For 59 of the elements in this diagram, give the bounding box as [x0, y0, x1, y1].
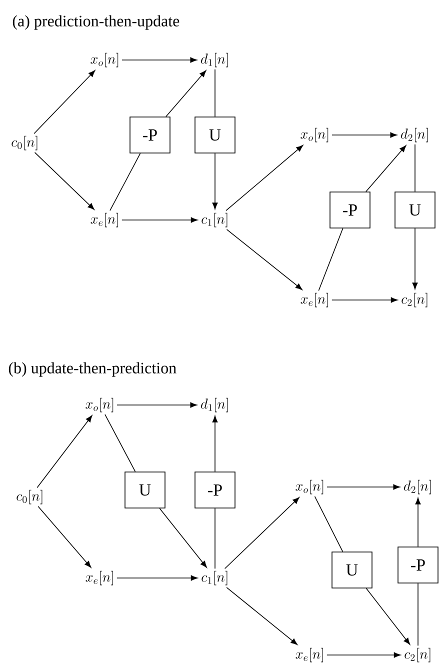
connector-line [414, 144, 416, 192]
arrow [366, 588, 410, 645]
arrow [326, 652, 401, 658]
connector-line [314, 496, 344, 552]
operator-box: U [124, 472, 166, 508]
operator-box: -P [130, 116, 170, 154]
arrow [332, 132, 398, 138]
arrow [36, 415, 92, 488]
arrow [226, 229, 302, 290]
signal-label: $d_{1}[n]$ [201, 398, 228, 412]
signal-label: $d_{2}[n]$ [404, 480, 431, 494]
arrow [226, 587, 298, 645]
section-heading: (a) prediction-then-update [12, 15, 180, 30]
arrow [34, 152, 94, 210]
operator-box: U [332, 552, 372, 588]
signal-label: $x_{e}[n]$ [90, 212, 118, 228]
signal-label: $d_{1}[n]$ [201, 52, 228, 68]
connector-line [214, 69, 216, 117]
signal-label: $x_{e}[n]$ [296, 648, 324, 662]
connector-line [104, 414, 136, 472]
signal-label: $x_{e}[n]$ [86, 570, 114, 586]
arrow [366, 145, 406, 192]
signal-label: $c_{2}[n]$ [402, 292, 428, 308]
arrow [116, 575, 198, 581]
arrow [224, 497, 300, 569]
arrow [212, 416, 218, 472]
signal-label: $x_{o}[n]$ [90, 52, 118, 68]
signal-label: $c_{2}[n]$ [404, 648, 430, 662]
signal-label: $x_{o}[n]$ [300, 128, 328, 142]
signal-label: $x_{o}[n]$ [296, 480, 324, 494]
signal-label: $c_{0}[n]$ [16, 490, 42, 504]
signal-label: $c_{0}[n]$ [12, 136, 38, 150]
connector-line [318, 228, 344, 291]
section-heading: (b) update-then-prediction [8, 362, 176, 377]
operator-box: -P [398, 546, 438, 584]
signal-label: $d_{2}[n]$ [401, 128, 428, 142]
arrow [332, 297, 398, 303]
signal-label: $c_{1}[n]$ [202, 570, 228, 586]
arrow [122, 57, 198, 63]
arrow [226, 145, 304, 211]
connector-line [110, 153, 141, 211]
signal-label: $x_{e}[n]$ [300, 292, 328, 308]
arrow [415, 498, 421, 547]
operator-box: -P [330, 192, 370, 228]
arrow [116, 402, 198, 408]
arrow [326, 484, 400, 490]
signal-label: $c_{1}[n]$ [202, 212, 228, 228]
signal-label: $x_{o}[n]$ [86, 398, 114, 412]
arrow [212, 153, 218, 210]
arrow [412, 228, 418, 290]
arrow [166, 70, 206, 117]
arrow [122, 217, 198, 223]
operator-box: -P [194, 472, 236, 508]
arrow [34, 70, 96, 134]
arrow [159, 508, 207, 568]
connector-line [214, 508, 216, 569]
operator-box: U [194, 116, 236, 154]
arrow [38, 506, 92, 568]
operator-box: U [394, 192, 436, 228]
